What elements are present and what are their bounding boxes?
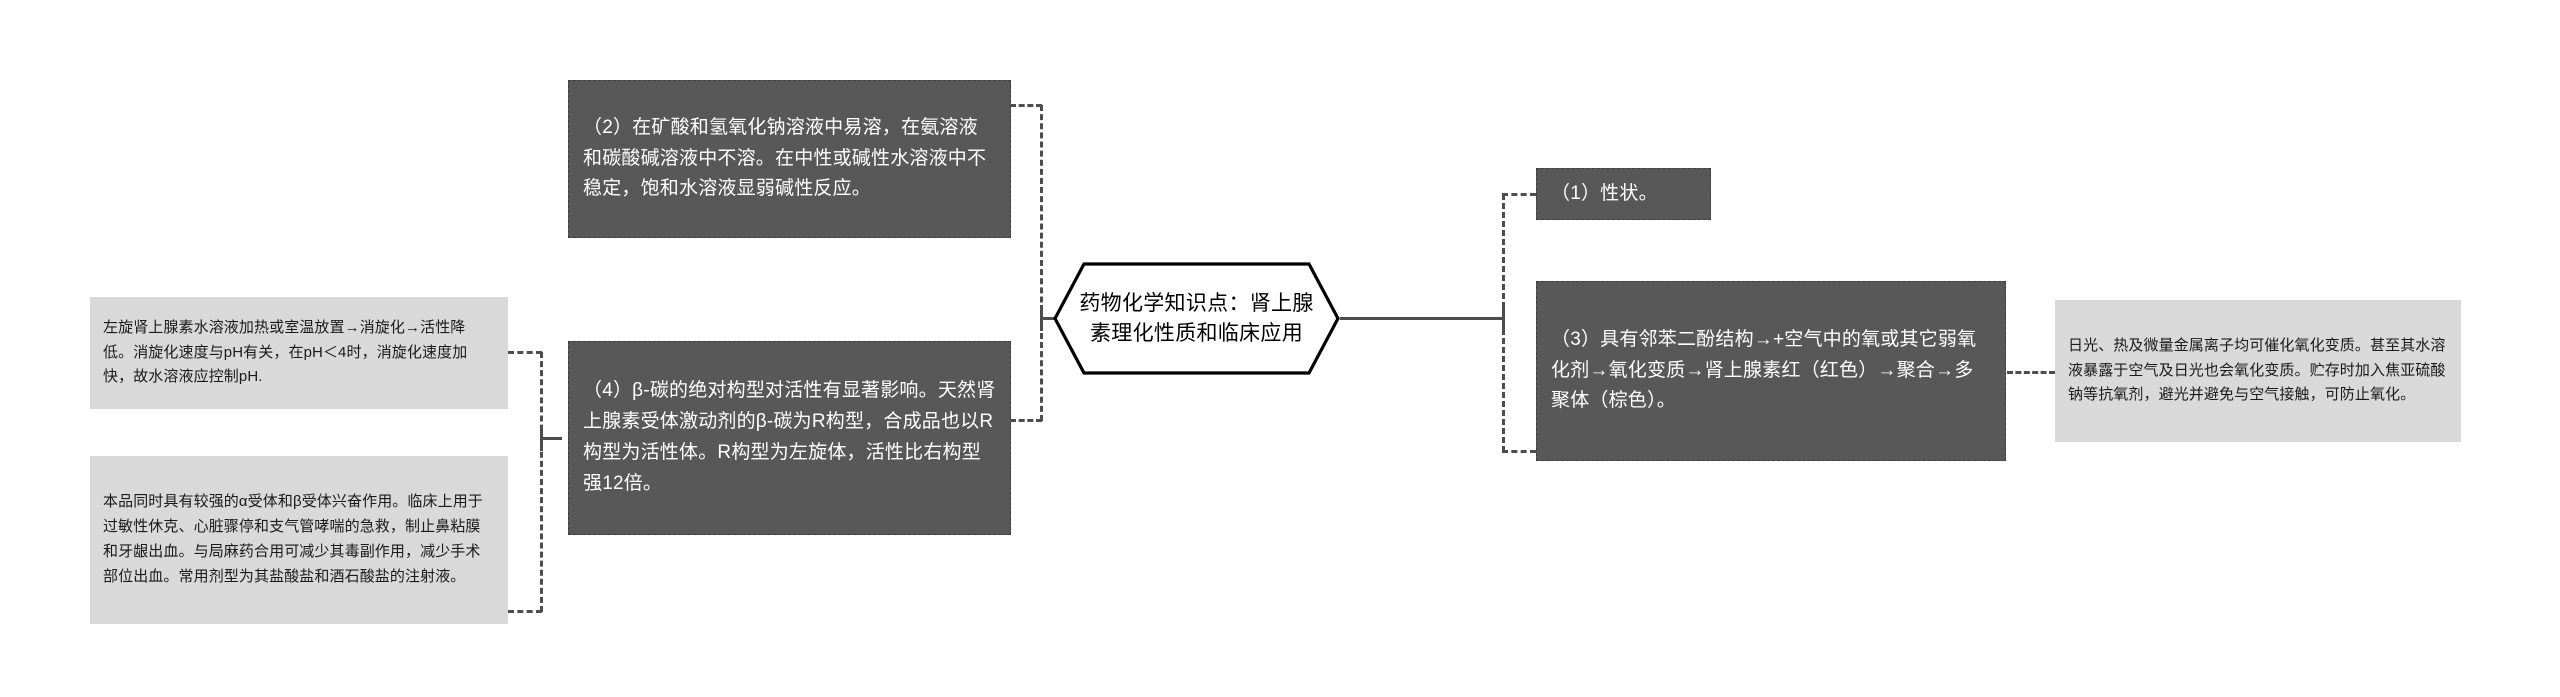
connector-right-trunk-to-root bbox=[1340, 317, 1504, 320]
node-1-properties-text: （1）性状。 bbox=[1551, 182, 1658, 204]
connector-right-trunk-tick bbox=[1502, 305, 1505, 331]
connector-left-trunk-to-node4 bbox=[1010, 419, 1042, 422]
node-3-oxidation-pathway[interactable]: （3）具有邻苯二酚结构→+空气中的氧或其它弱氧化剂→氧化变质→肾上腺素红（红色）… bbox=[1536, 281, 2006, 461]
connector-left-leaf-to-node4 bbox=[540, 437, 562, 440]
leaf-node-clinical-use-text: 本品同时具有较强的α受体和β受体兴奋作用。临床上用于过敏性休克、心脏骤停和支气管… bbox=[103, 493, 483, 585]
connector-right-trunk-to-node3 bbox=[1502, 450, 1536, 453]
leaf-node-oxidation-storage-text: 日光、热及微量金属离子均可催化氧化变质。甚至其水溶液暴露于空气及日光也会氧化变质… bbox=[2068, 336, 2446, 404]
connector-left-leaf-trunk bbox=[540, 352, 543, 612]
leaf-node-clinical-use[interactable]: 本品同时具有较强的α受体和β受体兴奋作用。临床上用于过敏性休克、心脏骤停和支气管… bbox=[90, 456, 508, 624]
connector-node3-to-leaf-oxidation bbox=[2007, 371, 2055, 374]
connector-left-trunk-to-node2 bbox=[1010, 104, 1042, 107]
root-node-label: 药物化学知识点：肾上腺素理化性质和临床应用 bbox=[1079, 291, 1314, 345]
leaf-node-oxidation-storage[interactable]: 日光、热及微量金属离子均可催化氧化变质。甚至其水溶液暴露于空气及日光也会氧化变质… bbox=[2055, 300, 2461, 442]
connector-left-trunk-tick bbox=[1040, 305, 1043, 331]
leaf-node-racemization-text: 左旋肾上腺素水溶液加热或室温放置→消旋化→活性降低。消旋化速度与pH有关，在pH… bbox=[103, 318, 468, 386]
root-node[interactable]: 药物化学知识点：肾上腺素理化性质和临床应用 bbox=[1053, 262, 1340, 375]
connector-left-trunk-to-root bbox=[1040, 317, 1062, 320]
connector-left-leaf-bottom bbox=[508, 610, 542, 613]
node-2-solubility-text: （2）在矿酸和氢氧化钠溶液中易溶，在氨溶液和碳酸碱溶液中不溶。在中性或碱性水溶液… bbox=[583, 116, 987, 200]
node-4-stereochemistry-text: （4）β-碳的绝对构型对活性有显著影响。天然肾上腺素受体激动剂的β-碳为R构型，… bbox=[583, 380, 996, 494]
node-1-properties[interactable]: （1）性状。 bbox=[1536, 168, 1711, 220]
connector-left-trunk bbox=[1040, 105, 1043, 421]
leaf-node-racemization[interactable]: 左旋肾上腺素水溶液加热或室温放置→消旋化→活性降低。消旋化速度与pH有关，在pH… bbox=[90, 297, 508, 409]
node-2-solubility[interactable]: （2）在矿酸和氢氧化钠溶液中易溶，在氨溶液和碳酸碱溶液中不溶。在中性或碱性水溶液… bbox=[568, 80, 1011, 238]
hexagon-shape bbox=[1053, 262, 1340, 375]
connector-left-leaf-tick bbox=[540, 425, 543, 451]
node-4-stereochemistry[interactable]: （4）β-碳的绝对构型对活性有显著影响。天然肾上腺素受体激动剂的β-碳为R构型，… bbox=[568, 341, 1011, 535]
node-3-oxidation-pathway-text: （3）具有邻苯二酚结构→+空气中的氧或其它弱氧化剂→氧化变质→肾上腺素红（红色）… bbox=[1551, 328, 1977, 412]
connector-left-leaf-top bbox=[508, 351, 542, 354]
connector-right-trunk-to-node1 bbox=[1502, 193, 1536, 196]
